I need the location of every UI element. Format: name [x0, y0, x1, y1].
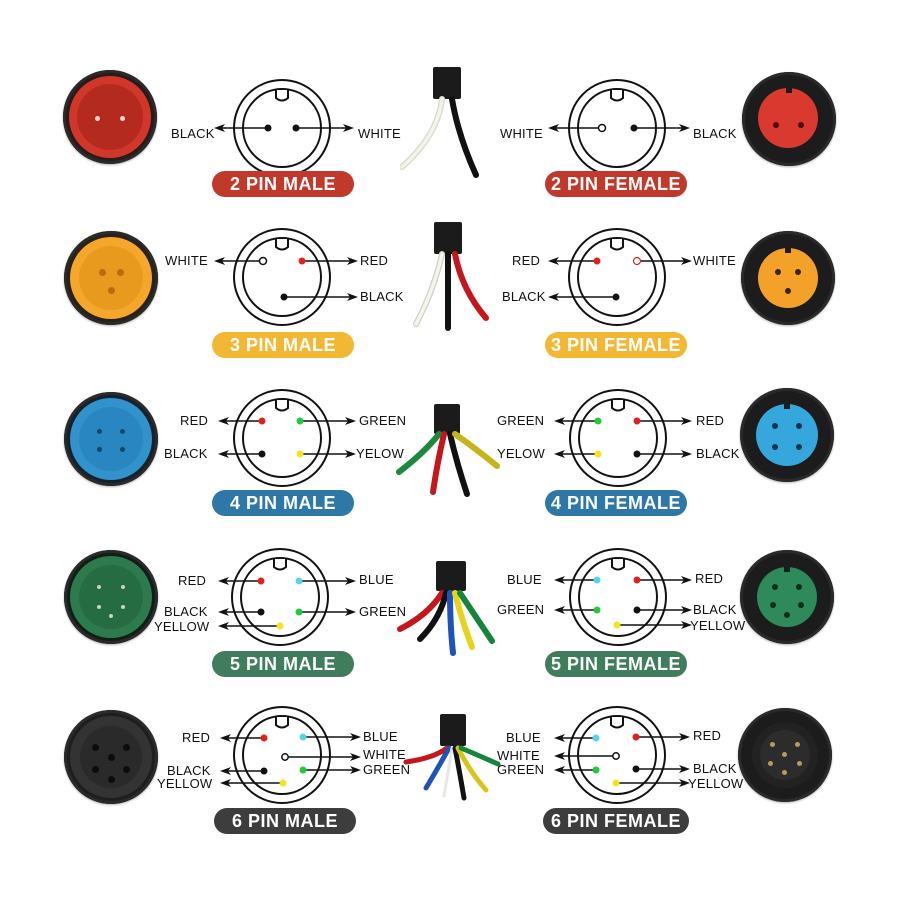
title-badge-3pin-male: 3 PIN MALE — [212, 332, 354, 358]
wire-label-green: GREEN — [359, 413, 407, 428]
row-2-pin: BLACK WHITE 2 PIN MALE WHITE BLACK 2 PIN… — [0, 60, 900, 220]
wire-label-black: BLACK — [693, 602, 737, 617]
wire-label-red: RED — [360, 253, 389, 268]
title-badge-5pin-male: 5 PIN MALE — [212, 651, 354, 677]
title-badge-2pin-female: 2 PIN FEMALE — [545, 171, 687, 197]
title-badge-4pin-female: 4 PIN FEMALE — [545, 490, 687, 516]
wire-label-blue: BLUE — [363, 729, 398, 744]
wire-label-red: RED — [695, 571, 724, 586]
wire-label-red: RED — [182, 730, 211, 745]
wire-label-black: BLACK — [502, 289, 546, 304]
pinout-diagram-3pin-male: WHITE RED BLACK — [160, 215, 403, 326]
row-4-pin: RED BLACK GREEN YELOW 4 PIN MALE GREEN Y… — [0, 380, 900, 540]
wire-label-green: GREEN — [363, 762, 411, 777]
wire-label-blue: BLUE — [359, 572, 394, 587]
title-badge-2pin-male: 2 PIN MALE — [212, 171, 354, 197]
wire-label-blue: BLUE — [507, 572, 542, 587]
pinout-diagram-6pin-male: RED BLACK YELLOW BLUE WHITE GREEN — [157, 700, 410, 810]
connector-photo-3pin-male — [64, 231, 158, 325]
wire-label-black: BLACK — [693, 761, 737, 776]
pinout-diagram-4pin-female: GREEN YELOW RED BLACK — [497, 380, 739, 490]
wire-label-white: WHITE — [497, 748, 540, 763]
wire-label-white: WHITE — [693, 253, 736, 268]
wire-label-white: WHITE — [363, 747, 406, 762]
wire-label-yellow: YELLOW — [154, 619, 210, 634]
connector-photo-4pin-male — [64, 392, 158, 486]
connector-photo-2pin-female — [742, 72, 836, 166]
wire-label-yellow: YELOW — [497, 446, 545, 461]
wire-label-red: RED — [693, 728, 722, 743]
wire-label-black: BLACK — [164, 604, 208, 619]
row-6-pin: RED BLACK YELLOW BLUE WHITE GREEN 6 PIN … — [0, 700, 900, 860]
wire-label-green: GREEN — [497, 762, 545, 777]
pinout-diagram-2pin-female: WHITE BLACK — [500, 65, 736, 175]
pinout-diagram-2pin-male: BLACK WHITE — [168, 65, 401, 175]
cable-2pin — [400, 67, 479, 178]
wire-label-white: WHITE — [165, 253, 208, 268]
connector-photo-5pin-male — [64, 550, 158, 644]
connector-photo-2pin-male — [63, 70, 157, 164]
pinout-diagram-3pin-female: RED BLACK WHITE — [500, 215, 736, 326]
title-badge-5pin-female: 5 PIN FEMALE — [545, 651, 687, 677]
wire-label-red: RED — [512, 253, 541, 268]
title-badge-6pin-male: 6 PIN MALE — [214, 808, 356, 834]
wire-label-white: WHITE — [358, 126, 401, 141]
pinout-diagram-4pin-male: RED BLACK GREEN YELOW — [160, 380, 406, 490]
wire-label-black: BLACK — [696, 446, 740, 461]
wire-label-green: GREEN — [359, 604, 407, 619]
cable-6pin — [403, 714, 501, 801]
wire-label-black: BLACK — [164, 446, 208, 461]
wire-label-yellow: YELLOW — [690, 618, 746, 633]
connector-photo-3pin-female — [741, 231, 835, 325]
cable-5pin — [397, 561, 495, 656]
wire-label-blue: BLUE — [506, 730, 541, 745]
row-5-pin: RED BLACK YELLOW BLUE GREEN 5 PIN MALE — [0, 540, 900, 700]
wire-label-black: BLACK — [167, 763, 211, 778]
connector-photo-6pin-male — [64, 710, 158, 804]
connector-photo-5pin-female — [740, 550, 834, 644]
title-badge-6pin-female: 6 PIN FEMALE — [543, 808, 689, 834]
title-badge-4pin-male: 4 PIN MALE — [212, 490, 354, 516]
wire-label-yellow: YELOW — [356, 446, 404, 461]
wire-label-green: GREEN — [497, 413, 545, 428]
wire-label-black: BLACK — [693, 126, 737, 141]
row-3-pin: WHITE RED BLACK 3 PIN MALE RED BLACK WHI… — [0, 215, 900, 375]
title-badge-3pin-female: 3 PIN FEMALE — [545, 332, 687, 358]
wire-label-green: GREEN — [497, 602, 545, 617]
connector-photo-4pin-female — [740, 388, 834, 482]
wire-label-red: RED — [180, 413, 209, 428]
pinout-diagram-5pin-male: RED BLACK YELLOW BLUE GREEN — [154, 540, 406, 650]
wire-label-red: RED — [178, 573, 207, 588]
connector-photo-6pin-female — [738, 708, 832, 802]
wire-label-yellow: YELLOW — [157, 776, 213, 791]
wire-label-white: WHITE — [500, 126, 543, 141]
wire-label-black: BLACK — [360, 289, 404, 304]
pinout-diagram-5pin-female: BLUE GREEN RED BLACK YELLOW — [497, 540, 745, 650]
wire-label-black: BLACK — [171, 126, 215, 141]
cable-3pin — [413, 222, 489, 331]
wire-label-red: RED — [696, 413, 725, 428]
cable-4pin — [396, 404, 500, 497]
pinout-diagram-6pin-female: BLUE WHITE GREEN RED BLACK YELLOW — [497, 700, 743, 810]
wire-label-yellow: YELLOW — [688, 776, 744, 791]
